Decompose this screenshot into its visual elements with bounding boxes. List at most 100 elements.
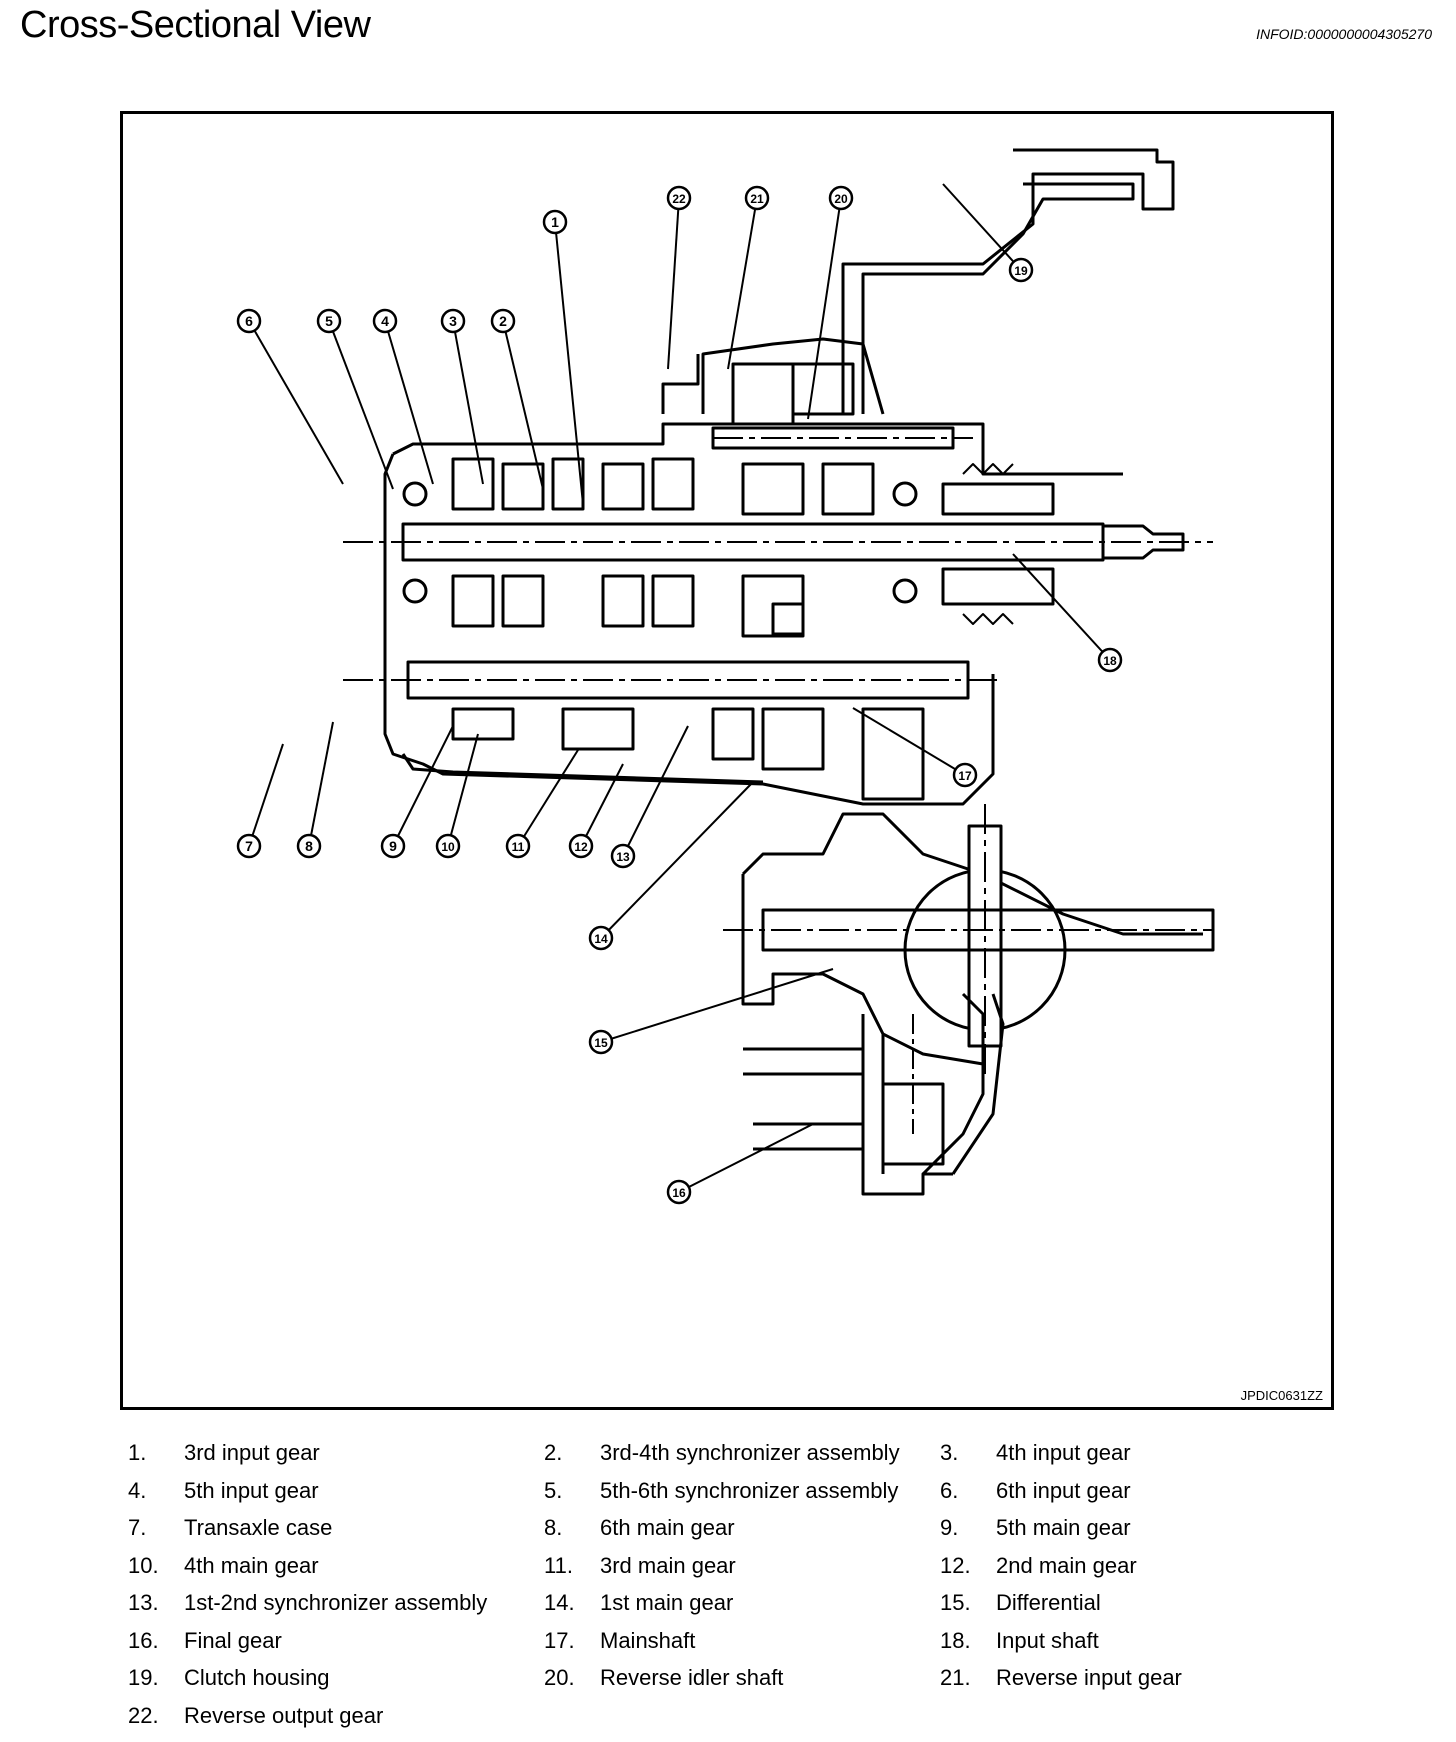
transaxle-case-left bbox=[383, 453, 995, 806]
callout-leader-6 bbox=[248, 320, 344, 485]
callout-leader-19 bbox=[942, 183, 1022, 271]
callout-leader-13 bbox=[622, 725, 689, 857]
callout-number-18: 18 bbox=[1103, 654, 1117, 668]
upper-housing bbox=[701, 337, 885, 415]
legend-number: 18. bbox=[940, 1627, 971, 1653]
callout-circle-18 bbox=[1097, 647, 1123, 673]
callout-number-10: 10 bbox=[441, 840, 455, 854]
callout-circle-11 bbox=[505, 833, 531, 859]
legend-number: 5. bbox=[544, 1477, 563, 1503]
info-id: INFOID:0000000004305270 bbox=[1256, 26, 1432, 42]
legend-number: 16. bbox=[128, 1627, 159, 1653]
callout-circle-9 bbox=[380, 833, 406, 859]
callout-circle-19 bbox=[1008, 257, 1034, 283]
figure-code: JPDIC0631ZZ bbox=[1240, 1388, 1323, 1403]
input-bearing-left-bottom bbox=[402, 578, 428, 604]
legend-label: 6th main gear bbox=[600, 1515, 735, 1540]
callout-number-13: 13 bbox=[616, 850, 630, 864]
legend-number: 17. bbox=[544, 1627, 575, 1653]
legend-number: 22. bbox=[128, 1702, 159, 1728]
legend-number: 13. bbox=[128, 1590, 159, 1615]
legend-label: 5th input gear bbox=[184, 1477, 319, 1503]
callout-number-16: 16 bbox=[672, 1186, 686, 1200]
callout-circle-15 bbox=[588, 1029, 614, 1055]
legend-number: 12. bbox=[940, 1552, 971, 1578]
callout-leader-9 bbox=[392, 725, 454, 847]
reverse-input-block bbox=[791, 362, 855, 416]
clutch-housing-outline bbox=[841, 148, 1175, 414]
legend-label: Final gear bbox=[184, 1627, 282, 1653]
legend-label: 3rd-4th synchronizer assembly bbox=[600, 1440, 900, 1465]
legend-number: 1. bbox=[128, 1440, 147, 1465]
callout-circle-2 bbox=[490, 308, 516, 334]
legend-label: 6th input gear bbox=[996, 1477, 1131, 1503]
legend-number: 8. bbox=[544, 1515, 563, 1540]
differential-housing bbox=[741, 812, 1203, 936]
reverse-gear-block bbox=[731, 362, 795, 426]
legend-number: 7. bbox=[128, 1515, 147, 1540]
callout-circle-5 bbox=[316, 308, 342, 334]
callout-number-7: 7 bbox=[245, 838, 253, 854]
callout-circle-16 bbox=[666, 1179, 692, 1205]
callout-number-4: 4 bbox=[381, 313, 389, 329]
page-title: Cross-Sectional View bbox=[20, 4, 371, 46]
case-bottom bbox=[401, 753, 764, 784]
callout-number-11: 11 bbox=[512, 840, 525, 854]
callout-leader-2 bbox=[502, 320, 544, 490]
callout-number-2: 2 bbox=[499, 313, 507, 329]
legend-label: Reverse output gear bbox=[184, 1702, 384, 1728]
legend-label: 4th input gear bbox=[996, 1440, 1131, 1465]
legend-number: 6. bbox=[940, 1477, 959, 1503]
legend-number: 4. bbox=[128, 1477, 147, 1503]
callout-circle-14 bbox=[588, 925, 614, 951]
callout-number-14: 14 bbox=[594, 932, 608, 946]
legend-label: 5th main gear bbox=[996, 1515, 1131, 1540]
legend-label: 3rd main gear bbox=[600, 1552, 736, 1578]
callout-circle-4 bbox=[372, 308, 398, 334]
input-bearing-left-top bbox=[402, 481, 428, 507]
callout-leader-10 bbox=[447, 733, 479, 847]
callout-leader-8 bbox=[308, 721, 334, 847]
callout-number-15: 15 bbox=[594, 1036, 608, 1050]
legend-label: Transaxle case bbox=[184, 1515, 333, 1540]
input-bearing-right-bottom bbox=[892, 578, 918, 604]
callout-number-17: 17 bbox=[958, 769, 972, 783]
legend-number: 19. bbox=[128, 1665, 159, 1690]
callout-circle-7 bbox=[236, 833, 262, 859]
callout-leader-3 bbox=[452, 320, 484, 485]
callout-circle-13 bbox=[610, 843, 636, 869]
callout-number-5: 5 bbox=[325, 313, 333, 329]
legend-label: Mainshaft bbox=[600, 1627, 696, 1653]
legend-label: 5th-6th synchronizer assembly bbox=[600, 1477, 899, 1503]
upper-housing-2 bbox=[661, 354, 700, 414]
legend-number: 3. bbox=[940, 1440, 959, 1465]
legend-label: 3rd input gear bbox=[184, 1440, 320, 1465]
input-bearing-right-top bbox=[892, 481, 918, 507]
callout-leader-18 bbox=[1012, 553, 1111, 661]
legend-label: Differential bbox=[996, 1590, 1101, 1615]
legend-label: 1st-2nd synchronizer assembly bbox=[184, 1590, 488, 1615]
legend-label: Reverse input gear bbox=[996, 1665, 1182, 1690]
legend-label: 2nd main gear bbox=[996, 1552, 1137, 1578]
callout-leader-20 bbox=[807, 197, 842, 420]
callout-number-9: 9 bbox=[389, 838, 397, 854]
callout-leader-7 bbox=[248, 743, 284, 847]
callout-leader-16 bbox=[678, 1123, 814, 1193]
callout-circle-12 bbox=[568, 833, 594, 859]
callout-circle-8 bbox=[296, 833, 322, 859]
legend-label: Input shaft bbox=[996, 1627, 1099, 1653]
legend-number: 10. bbox=[128, 1552, 159, 1578]
callout-number-20: 20 bbox=[834, 192, 848, 206]
legend-number: 2. bbox=[544, 1440, 563, 1465]
callout-number-19: 19 bbox=[1014, 264, 1028, 278]
callout-circle-6 bbox=[236, 308, 262, 334]
callout-leader-12 bbox=[580, 763, 624, 847]
callout-leader-11 bbox=[517, 749, 579, 847]
callout-number-12: 12 bbox=[574, 840, 588, 854]
callout-number-1: 1 bbox=[551, 214, 559, 230]
callout-number-3: 3 bbox=[449, 313, 457, 329]
callout-circle-1 bbox=[542, 209, 568, 235]
legend-number: 14. bbox=[544, 1590, 575, 1615]
legend-label: 4th main gear bbox=[184, 1552, 319, 1578]
